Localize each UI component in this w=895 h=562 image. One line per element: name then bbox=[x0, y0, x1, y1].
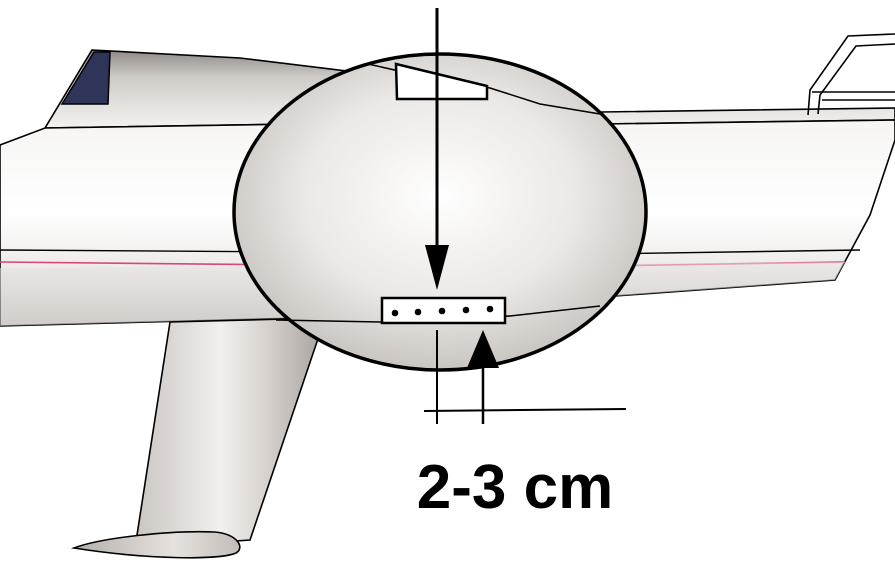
keel-bulb bbox=[70, 530, 241, 559]
measure-baseline bbox=[423, 408, 627, 412]
transducer-hole bbox=[414, 308, 422, 316]
magnified-detail-ellipse bbox=[232, 52, 648, 372]
transducer-hole bbox=[438, 307, 446, 315]
cabin-window bbox=[60, 51, 111, 105]
stern-rail bbox=[807, 33, 895, 116]
transducer-hole bbox=[462, 306, 470, 314]
transducer-hole bbox=[486, 305, 494, 313]
measurement-label: 2-3 cm bbox=[416, 453, 614, 522]
fairing-wedge bbox=[394, 62, 489, 101]
up-arrow-head bbox=[467, 330, 499, 368]
transducer-hole bbox=[391, 309, 399, 317]
down-arrow-head bbox=[425, 245, 449, 290]
keel-fin bbox=[134, 317, 327, 549]
